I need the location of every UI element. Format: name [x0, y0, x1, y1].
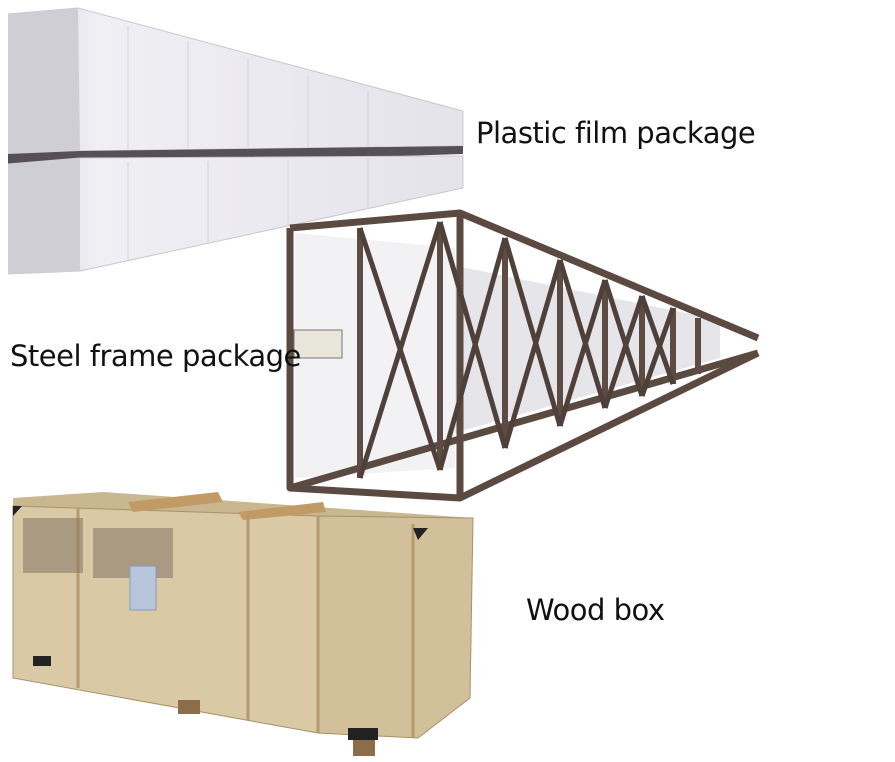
- steel-frame-package-caption: Steel frame package: [10, 339, 301, 373]
- wood-box-image: [12, 492, 474, 756]
- wood-box-caption: Wood box: [526, 593, 665, 627]
- plastic-film-package-caption: Plastic film package: [476, 116, 756, 150]
- plastic-film-package-image: [8, 7, 464, 275]
- steel-frame-package-image: [286, 209, 760, 502]
